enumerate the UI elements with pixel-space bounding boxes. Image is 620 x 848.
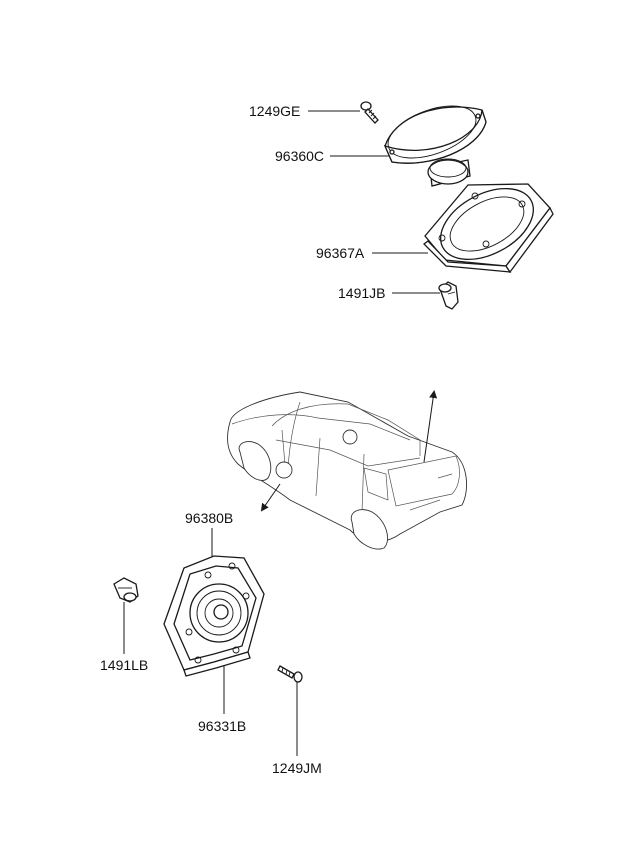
callout-1491jb: 1491JB	[338, 285, 386, 301]
screw-1249ge	[360, 101, 379, 124]
callout-96380b: 96380B	[185, 510, 234, 526]
vehicle-illustration	[227, 390, 468, 550]
callout-96367a: 96367A	[316, 245, 365, 261]
speaker-assembly-96380b	[163, 555, 265, 677]
speaker-96360c	[383, 105, 487, 187]
bracket-96367a	[423, 183, 554, 274]
clip-1491lb	[113, 577, 139, 603]
callout-1249jm: 1249JM	[272, 760, 322, 776]
callout-96331b: 96331B	[198, 718, 247, 734]
callout-1491lb: 1491LB	[100, 657, 149, 673]
callout-96360c: 96360C	[275, 148, 325, 164]
screw-1249jm	[277, 665, 303, 683]
clip-1491jb	[438, 281, 459, 310]
callout-1249ge: 1249GE	[249, 103, 301, 119]
